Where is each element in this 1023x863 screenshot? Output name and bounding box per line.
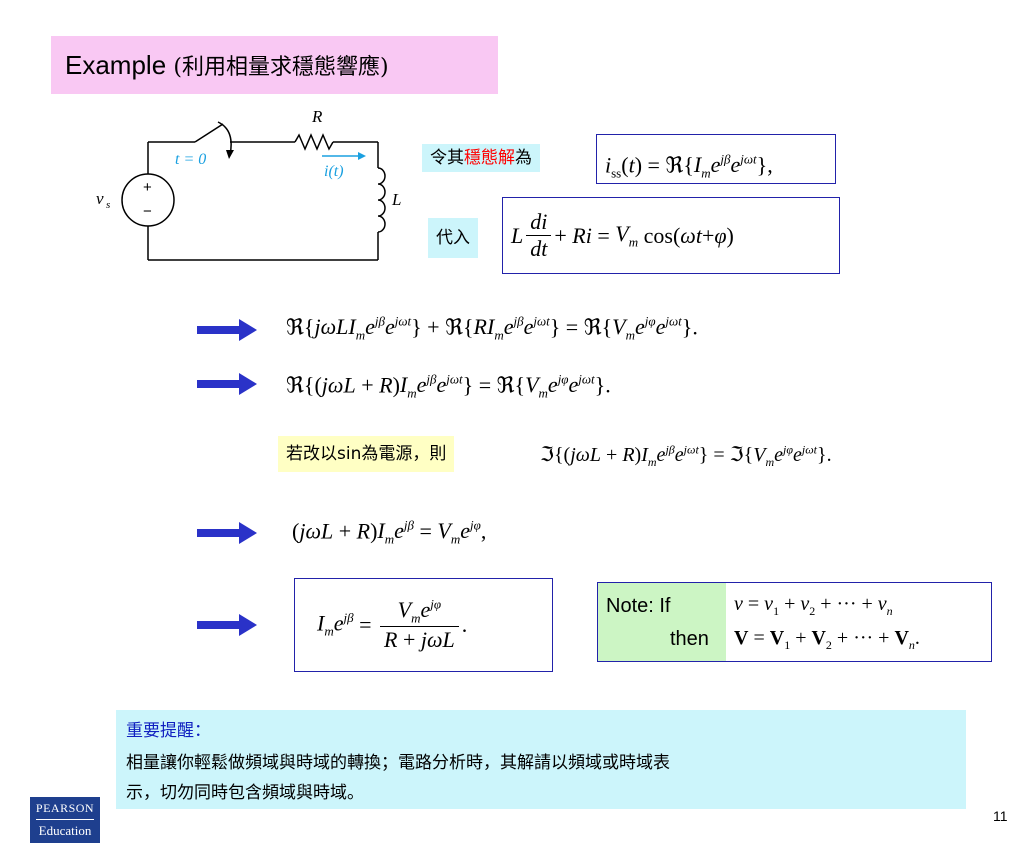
title-prefix: Example — [65, 50, 167, 80]
arrow-icon — [197, 373, 257, 395]
reminder-line-1: 相量讓你輕鬆做頻域與時域的轉換；電路分析時，其解請以頻域或時域表 — [126, 753, 670, 773]
source-subscript: s — [106, 199, 110, 211]
resistor-label: R — [311, 107, 323, 126]
logo-line-1: PEARSON — [35, 801, 95, 815]
steady-state-highlight: 穩態解 — [464, 148, 515, 168]
logo-line-2: Education — [38, 823, 92, 838]
note-if-label: Note: If — [606, 595, 671, 617]
switch-label: t = 0 — [175, 151, 206, 168]
equation-phasor: (jωL + R)Imejβ = Vmejφ, — [292, 518, 487, 547]
substitute-label: 代入 — [428, 218, 478, 258]
reminder-heading: 重要提醒： — [126, 721, 211, 741]
title-chinese: (利用相量求穩態響應) — [173, 55, 389, 80]
sin-source-label: 若改以sin為電源，則 — [278, 436, 455, 472]
note-then-equation: V = V1 + V2 + ··· + Vn. — [734, 627, 920, 652]
note-then-label: then — [670, 628, 709, 650]
source-label: v — [96, 189, 104, 208]
steady-state-label: 令其穩態解為 — [422, 144, 540, 172]
slide-title: Example (利用相量求穩態響應) — [51, 36, 498, 94]
inductor-label: L — [391, 190, 401, 209]
steady-state-equation: iss(t) = ℜ{Imejβejωt}, — [596, 134, 836, 184]
source-minus: − — [143, 203, 152, 220]
equation-real-part-expanded: ℜ{jωLImejβejωt} + ℜ{RImejβejωt} = ℜ{Vmej… — [286, 314, 698, 343]
arrow-icon — [197, 522, 257, 544]
source-plus: + — [143, 179, 152, 196]
arrow-icon — [197, 319, 257, 341]
current-label: i(t) — [324, 163, 344, 180]
page-number: 11 — [993, 808, 1008, 824]
equation-imaginary-part: ℑ{(jωL + R)Imejβejωt} = ℑ{Vmejφejωt}. — [540, 442, 832, 469]
arrow-icon — [197, 614, 257, 636]
pearson-logo: PEARSON Education — [30, 797, 100, 843]
important-reminder: 重要提醒： 相量讓你輕鬆做頻域與時域的轉換；電路分析時，其解請以頻域或時域表 示… — [116, 710, 966, 809]
linearity-note: Note: If then v = v1 + v2 + ··· + vn V =… — [597, 582, 992, 662]
note-if-equation: v = v1 + v2 + ··· + vn — [734, 593, 893, 618]
rl-circuit-diagram: + − R L t = 0 i(t) v s — [96, 107, 401, 261]
equation-real-part-combined: ℜ{(jωL + R)Imejβejωt} = ℜ{Vmejφejωt}. — [286, 372, 611, 401]
reminder-line-2: 示，切勿同時包含頻域與時域。 — [126, 783, 364, 803]
